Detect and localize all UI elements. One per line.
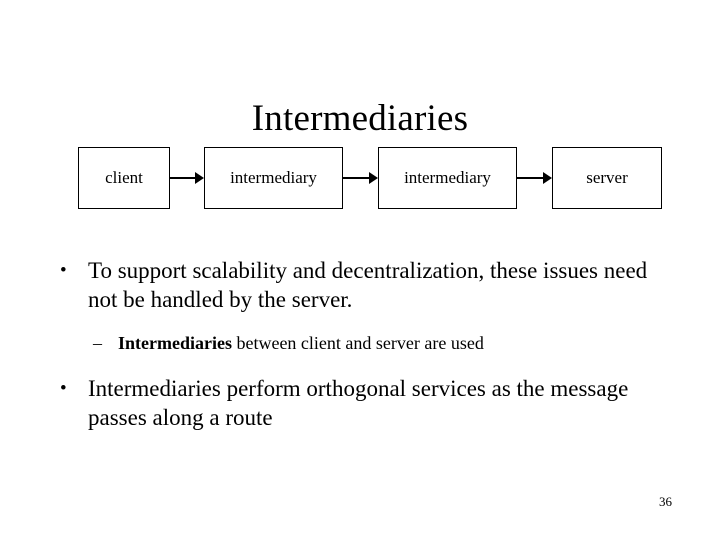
arrow-right-icon [170,172,204,184]
intermediaries-flow-diagram: client intermediary intermediary server [0,147,720,211]
sub-bullet-emphasis: Intermediaries [118,333,232,353]
diagram-node-client: client [78,147,170,209]
bullet-marker-icon: • [60,378,67,399]
sub-bullet-item: – Intermediaries between client and serv… [0,331,720,355]
arrow-right-icon [343,172,378,184]
diagram-node-label: intermediary [404,168,491,187]
bullet-item: • To support scalability and decentraliz… [0,256,720,314]
diagram-node-label: client [105,168,143,187]
page-title: Intermediaries [251,97,469,139]
slide-body: • To support scalability and decentraliz… [0,256,720,432]
diagram-node-label: server [586,168,628,187]
diagram-node-label: intermediary [230,168,317,187]
bullet-item: • Intermediaries perform orthogonal serv… [0,374,720,432]
sub-bullet-text: between client and server are used [231,333,484,353]
arrow-shaft [170,177,196,179]
arrow-head [195,172,204,184]
arrow-shaft [517,177,544,179]
diagram-node-intermediary-2: intermediary [378,147,517,209]
arrow-right-icon [517,172,552,184]
bullet-marker-icon: • [60,260,67,281]
arrow-head [543,172,552,184]
bullet-text: Intermediaries perform orthogonal servic… [88,376,629,430]
diagram-node-server: server [552,147,662,209]
sub-bullet-dash-icon: – [93,333,102,353]
arrow-head [369,172,378,184]
bullet-text: To support scalability and decentralizat… [88,258,648,312]
arrow-shaft [343,177,370,179]
page-number: 36 [659,494,672,509]
diagram-node-intermediary-1: intermediary [204,147,343,209]
